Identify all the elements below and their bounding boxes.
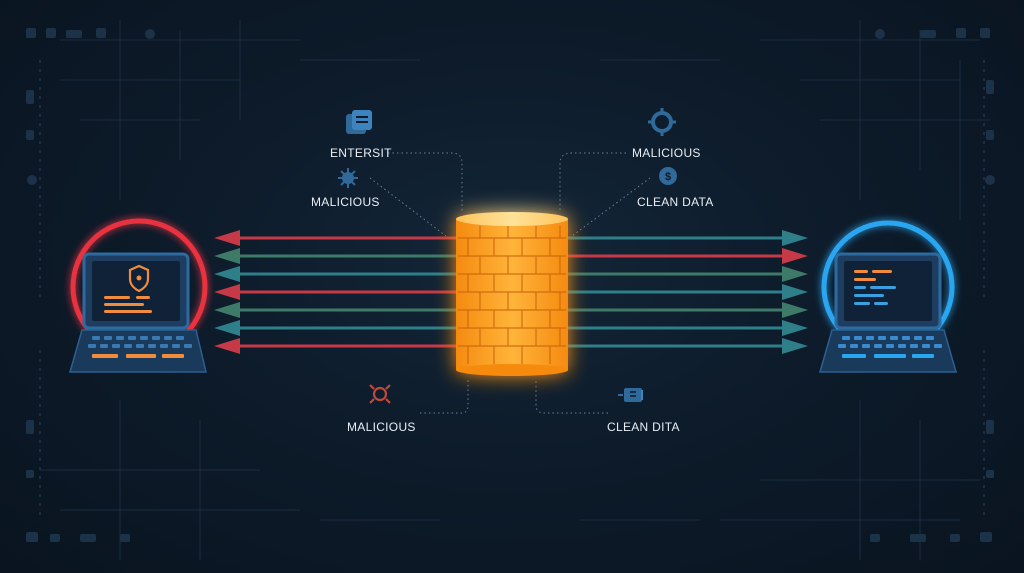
- firewall-bottom: [456, 364, 568, 376]
- incoming-arrow: [214, 302, 456, 318]
- arrowhead-right: [782, 230, 808, 246]
- coin-icon: $: [659, 167, 677, 185]
- callout-label-malicious-top-left: MALICIOUS: [311, 195, 380, 209]
- callout-label-clean-data: CLEAN DATA: [637, 195, 714, 209]
- outgoing-arrow: [568, 338, 808, 354]
- outgoing-arrow: [568, 284, 808, 300]
- firewall-top: [456, 212, 568, 226]
- outgoing-traffic-arrows: [568, 230, 808, 354]
- incoming-arrow: [214, 338, 456, 354]
- incoming-arrow: [214, 266, 456, 282]
- right-laptop-base: [819, 329, 957, 373]
- callout-label-malicious-bottom-left: MALICIOUS: [347, 420, 416, 434]
- outgoing-arrow: [568, 266, 808, 282]
- callout-connectors: [369, 152, 651, 414]
- virus-icon: [338, 168, 358, 188]
- arrowhead-left: [214, 266, 240, 282]
- incoming-arrow: [214, 248, 456, 264]
- arrowhead-left: [214, 338, 240, 354]
- right-laptop: [819, 220, 957, 373]
- bug-icon: [369, 384, 391, 404]
- arrowhead-left: [214, 230, 240, 246]
- svg-text:$: $: [665, 171, 671, 183]
- arrowhead-right: [782, 320, 808, 336]
- firewall-body: [456, 219, 568, 370]
- callout-label-malicious-top-right: MALICIOUS: [632, 146, 701, 160]
- arrowhead-left: [214, 320, 240, 336]
- arrowhead-right: [782, 284, 808, 300]
- arrowhead-right: [782, 266, 808, 282]
- left-laptop-base: [69, 329, 207, 373]
- data-transfer-icon: [618, 388, 643, 402]
- stack-icon: [346, 110, 372, 134]
- code-lines-icon: [854, 270, 896, 305]
- outgoing-arrow: [568, 302, 808, 318]
- arrowhead-left: [214, 248, 240, 264]
- outgoing-arrow: [568, 248, 808, 264]
- arrowhead-left: [214, 284, 240, 300]
- brick-firewall-icon: [458, 226, 566, 364]
- shield-icon: [128, 264, 150, 293]
- incoming-arrow: [214, 230, 456, 246]
- firewall: [456, 212, 568, 376]
- arrowhead-right: [782, 338, 808, 354]
- incoming-arrow: [214, 320, 456, 336]
- arrowhead-right: [782, 248, 808, 264]
- incoming-traffic-arrows: [214, 230, 456, 354]
- outgoing-arrow: [568, 230, 808, 246]
- arrowhead-left: [214, 302, 240, 318]
- left-laptop: [69, 218, 208, 373]
- callout-label-clean-dita: CLEAN DITA: [607, 420, 680, 434]
- incoming-arrow: [214, 284, 456, 300]
- outgoing-arrow: [568, 320, 808, 336]
- arrowhead-right: [782, 302, 808, 318]
- callout-label-entersit: ENTERSIT: [330, 146, 392, 160]
- gear-icon: [648, 108, 676, 136]
